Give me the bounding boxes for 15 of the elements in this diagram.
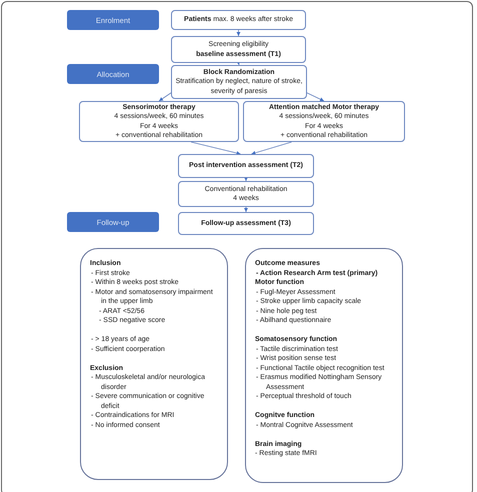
- process-box: [243, 101, 405, 142]
- criteria-panel: [80, 248, 228, 480]
- arrow: [236, 30, 240, 36]
- process-box: [171, 65, 307, 99]
- arrow: [158, 92, 172, 102]
- arrow: [244, 177, 248, 182]
- process-box: [171, 10, 306, 30]
- process-box: [171, 36, 306, 63]
- arrow: [306, 92, 324, 102]
- criteria-panel: [245, 248, 403, 483]
- process-box: [178, 181, 314, 207]
- process-box: [178, 154, 314, 178]
- process-box: [178, 212, 314, 235]
- process-box: [79, 101, 239, 142]
- arrow: [244, 206, 248, 212]
